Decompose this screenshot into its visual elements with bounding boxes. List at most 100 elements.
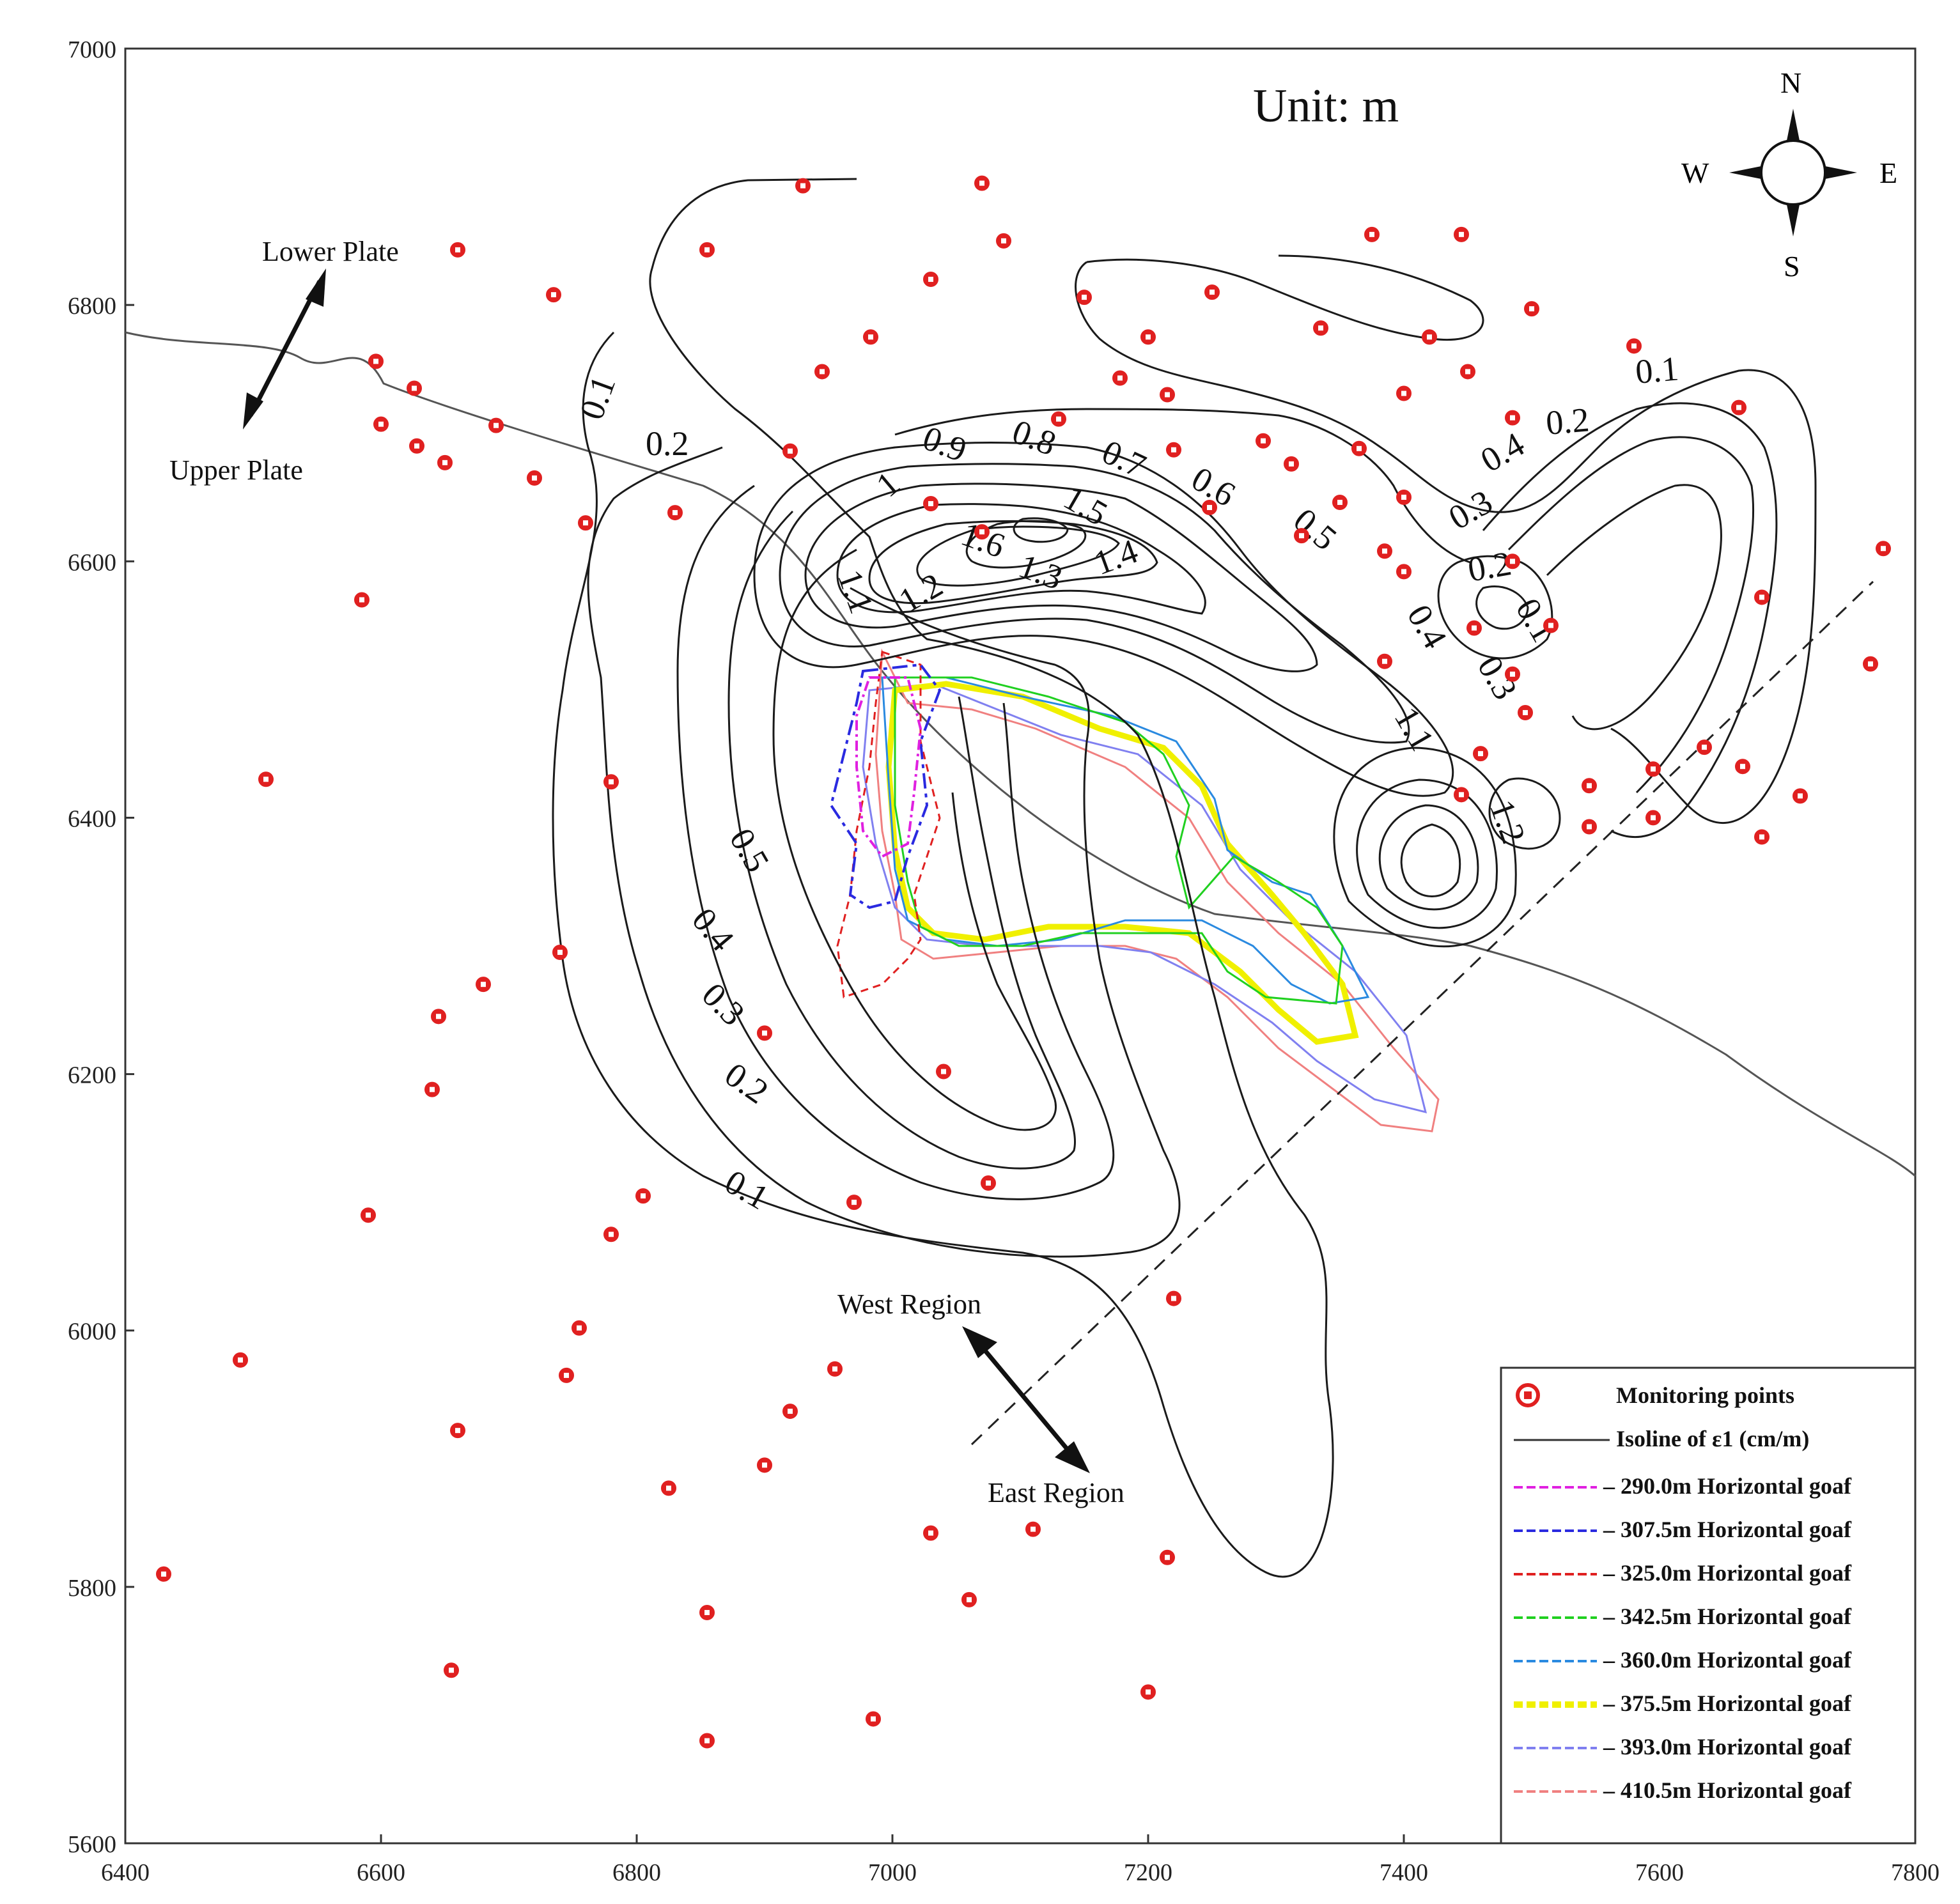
- legend-label: – 375.5m Horizontal goaf: [1603, 1691, 1852, 1716]
- legend-item: – 410.5m Horizontal goaf: [1514, 1777, 1852, 1803]
- monitoring-point: [667, 505, 683, 521]
- isoline-0.1-west: [552, 178, 1334, 1578]
- monitoring-point: [996, 233, 1011, 249]
- monitoring-point: [1582, 778, 1597, 794]
- compass-needle-north: [1787, 109, 1800, 141]
- monitoring-point: [1793, 788, 1808, 804]
- legend-label: – 360.0m Horizontal goaf: [1603, 1647, 1852, 1673]
- axis-ticks: [124, 47, 1917, 1845]
- contour-label: 0.5: [722, 822, 777, 878]
- monitoring-point: [1524, 301, 1539, 317]
- x-tick-label: 7400: [1380, 1859, 1428, 1886]
- monitoring-point: [1294, 528, 1309, 544]
- monitoring-point: [1454, 226, 1469, 242]
- goaf-325-outline: [836, 650, 941, 999]
- isoline-0.4-ne: [1507, 436, 1755, 794]
- monitoring-point: [552, 945, 568, 961]
- monitoring-point: [1876, 541, 1891, 557]
- monitoring-point: [1166, 1290, 1181, 1306]
- monitoring-point: [354, 592, 369, 608]
- monitoring-point: [1731, 399, 1746, 415]
- monitoring-point: [936, 1064, 951, 1080]
- monitoring-point: [409, 438, 424, 454]
- monitoring-point: [603, 1227, 619, 1242]
- legend-item: – 325.0m Horizontal goaf: [1514, 1560, 1852, 1586]
- contour-label: 0.7: [1096, 432, 1152, 485]
- isoline-0.7: [779, 463, 1410, 744]
- compass-needle-east: [1825, 166, 1857, 179]
- monitoring-point: [1313, 320, 1328, 336]
- compass-needle-south: [1787, 205, 1800, 236]
- isoline-0.5-west: [772, 548, 1057, 1131]
- isoline-1.2: [916, 525, 1120, 587]
- legend-box: [1500, 1366, 1917, 1845]
- monitoring-point: [1396, 385, 1412, 401]
- contour-label: 0.4: [1400, 598, 1455, 654]
- monitoring-point: [782, 443, 798, 459]
- x-tick-label: 6400: [101, 1859, 150, 1886]
- monitoring-point: [981, 1175, 996, 1191]
- monitoring-point: [699, 1604, 715, 1620]
- legend-item: – 342.5m Horizontal goaf: [1514, 1604, 1852, 1629]
- isoline-dense-2: [1378, 804, 1479, 911]
- monitoring-point: [373, 416, 389, 432]
- x-tick-label: 6600: [357, 1859, 405, 1886]
- monitoring-point: [559, 1367, 574, 1383]
- monitoring-point: [578, 515, 593, 531]
- monitoring-point: [431, 1009, 446, 1025]
- monitoring-point: [1351, 440, 1367, 456]
- monitoring-point: [1754, 589, 1769, 605]
- monitoring-point: [1202, 500, 1217, 516]
- region-arrow-shaft: [976, 1340, 1076, 1459]
- monitoring-point: [1377, 543, 1392, 559]
- monitoring-point: [1256, 433, 1271, 449]
- monitoring-point: [1645, 761, 1661, 777]
- monitoring-point: [156, 1566, 171, 1582]
- y-tick-label: 5800: [68, 1575, 116, 1602]
- isoline-0.3-west: [676, 484, 1115, 1200]
- monitoring-point: [1645, 810, 1661, 826]
- monitoring-point: [476, 977, 491, 993]
- y-tick-label: 5600: [68, 1831, 116, 1858]
- monitoring-point: [661, 1480, 676, 1496]
- monitoring-point: [424, 1081, 440, 1097]
- monitoring-point: [1518, 704, 1533, 720]
- monitoring-point: [757, 1457, 772, 1473]
- monitoring-point: [368, 353, 384, 369]
- east-region-label: East Region: [988, 1477, 1124, 1508]
- monitoring-point: [1284, 456, 1299, 472]
- monitoring-point: [527, 470, 542, 486]
- plate-arrow-head-up-icon: [306, 268, 326, 307]
- legend-label: Monitoring points: [1616, 1382, 1794, 1408]
- isoline-0.9: [836, 503, 1206, 615]
- plate-annotations: Lower Plate Upper Plate: [169, 236, 399, 486]
- goaf-290-outline: [855, 676, 922, 858]
- isoline-dense-4: [1333, 747, 1517, 948]
- monitoring-point: [1754, 829, 1769, 845]
- monitoring-point: [814, 364, 830, 380]
- region-arrow-head-west-icon: [962, 1326, 997, 1358]
- legend-item: – 290.0m Horizontal goaf: [1514, 1473, 1852, 1499]
- monitoring-point: [923, 1525, 938, 1541]
- monitoring-point: [1466, 620, 1482, 636]
- compass-icon: N S E W: [1681, 66, 1897, 283]
- contour-label: 0.4: [1474, 425, 1530, 480]
- monitoring-point: [866, 1711, 881, 1727]
- y-tick-label: 6800: [68, 293, 116, 320]
- monitoring-point: [1626, 338, 1642, 354]
- legend-label: Isoline of ε1 (cm/m): [1616, 1426, 1809, 1451]
- isoline-east-ring-3: [1488, 777, 1561, 850]
- monitoring-point: [1377, 653, 1392, 669]
- monitoring-point: [827, 1361, 843, 1377]
- legend-label: – 410.5m Horizontal goaf: [1603, 1777, 1852, 1803]
- monitoring-point: [863, 329, 878, 345]
- monitoring-point: [699, 1733, 715, 1749]
- contour-label: 1.3: [1014, 546, 1068, 597]
- monitoring-point: [450, 1423, 465, 1439]
- monitoring-point: [782, 1404, 798, 1420]
- monitoring-point: [603, 774, 619, 790]
- y-tick-label: 6200: [68, 1062, 116, 1089]
- monitoring-point: [1505, 666, 1520, 682]
